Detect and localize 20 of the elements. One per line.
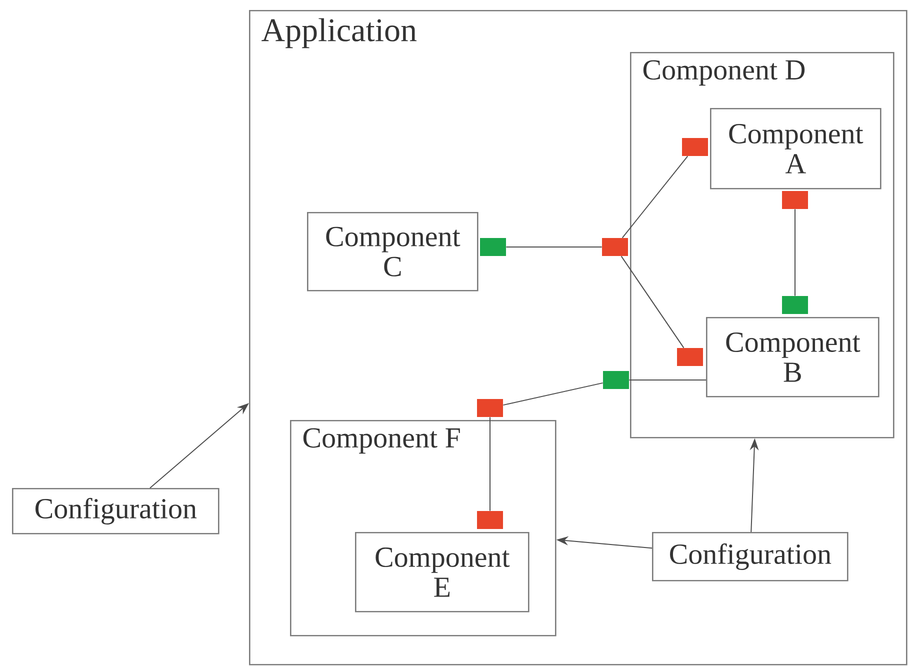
port-square [603, 371, 629, 389]
connector-line [502, 382, 604, 406]
component-box: Configuration [12, 488, 220, 534]
connector-line [622, 156, 688, 238]
port-square [480, 238, 506, 256]
port-square [477, 399, 503, 417]
port-square [782, 191, 808, 209]
component-box: Component A [710, 108, 882, 190]
connector-line [794, 208, 796, 296]
component-box: Component E [355, 532, 530, 612]
component-box: Configuration [652, 532, 848, 582]
connector-line [506, 246, 602, 248]
port-square [782, 296, 808, 314]
port-square [602, 238, 628, 256]
connector-line [620, 256, 684, 348]
component-box: Component B [706, 317, 880, 398]
port-square [477, 511, 503, 529]
port-square [682, 138, 708, 156]
component-box: Component C [307, 212, 478, 292]
port-square [677, 348, 703, 366]
